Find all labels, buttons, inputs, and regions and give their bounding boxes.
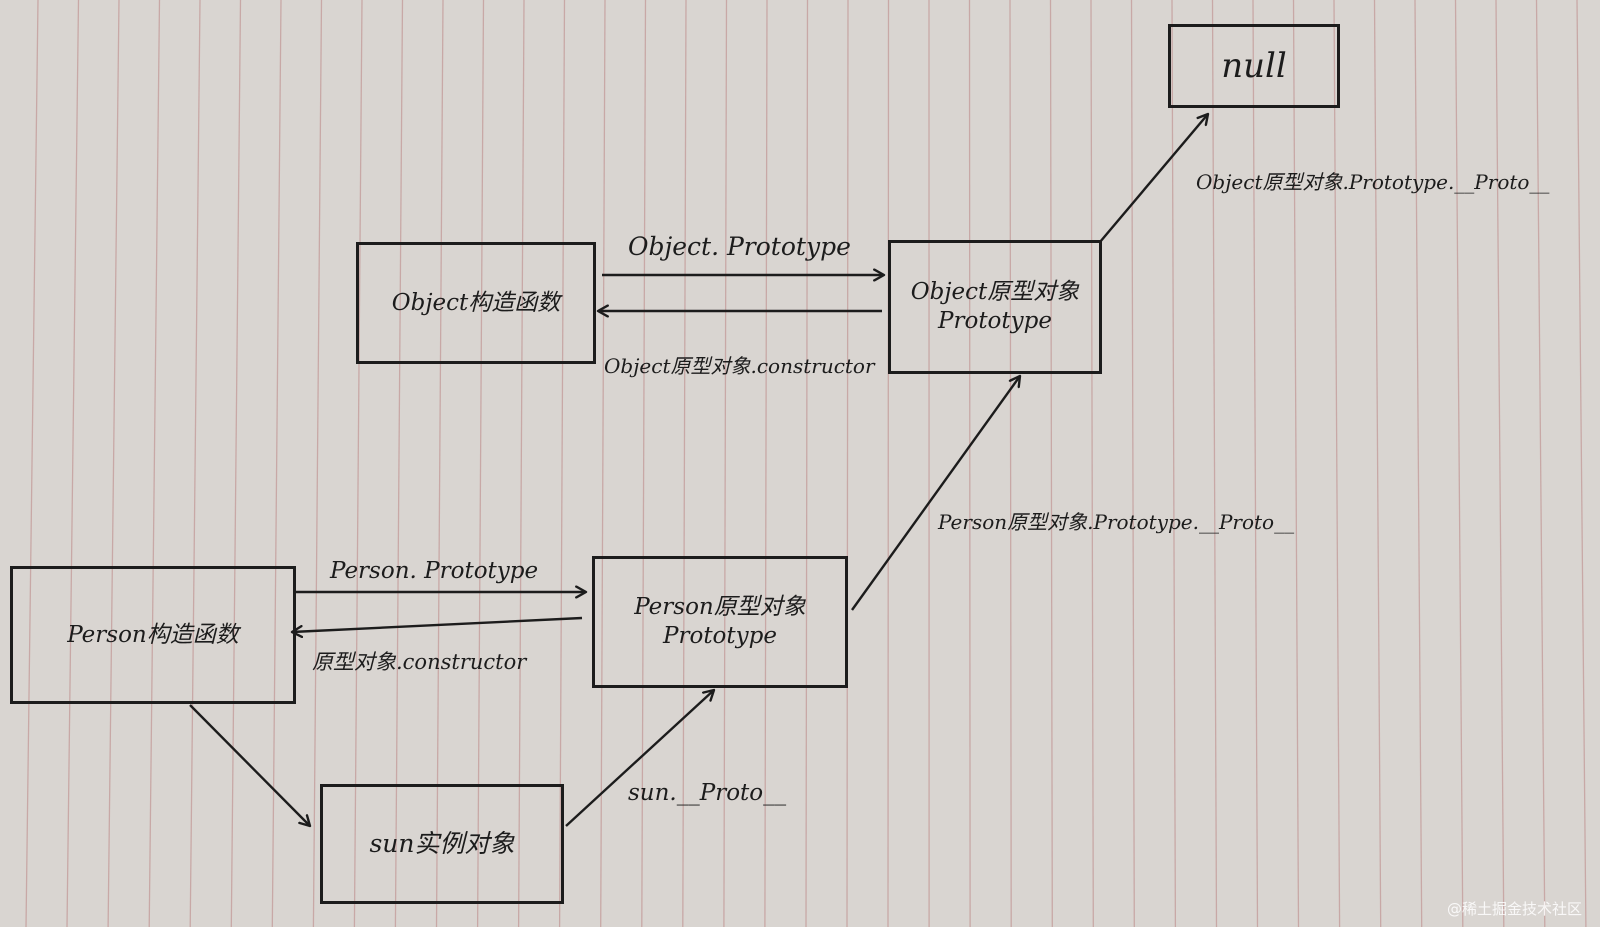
rule-line [600,0,606,927]
rule-line [230,0,242,927]
node-object-prototype-title: Object原型对象 [910,279,1080,306]
rule-line [846,0,849,927]
node-person-prototype: Person原型对象 Prototype [592,556,848,688]
rule-line [1454,0,1464,927]
rule-line [435,0,444,927]
arrow-sun-to-person-prototype [565,690,714,827]
rule-line [1576,0,1587,927]
node-person-prototype-title: Person原型对象 [634,594,806,621]
node-person-constructor-title: Person构造函数 [67,621,239,648]
rule-line [1373,0,1382,927]
rule-line [1049,0,1053,927]
rule-line [1495,0,1505,927]
node-object-constructor-title: Object构造函数 [391,289,561,316]
node-null: null [1168,24,1340,108]
node-person-constructor: Person构造函数 [10,566,296,704]
node-person-prototype-sub: Prototype [663,623,777,649]
rule-line [148,0,161,927]
rule-line [1333,0,1341,927]
arrow-person-constructor-to-sun [189,704,310,826]
rule-line [189,0,201,927]
rule-line [1090,0,1094,927]
rule-line [805,0,809,927]
rule-line [968,0,971,927]
node-null-title: null [1221,45,1287,86]
rule-line [1292,0,1300,927]
edge-label-person-prototype: Person. Prototype [330,558,539,584]
edge-label-person-constructor: 原型对象.constructor [312,650,527,674]
rule-line [66,0,80,927]
rule-line [1535,0,1546,927]
edge-label-object-prototype: Object. Prototype [628,232,851,261]
rule-line [1171,0,1177,927]
watermark: @稀土掘金技术社区 [1446,900,1582,918]
rule-line [353,0,363,927]
edge-label-object-proto-to-null: Object原型对象.Prototype.__Proto__ [1196,170,1550,194]
rule-line [764,0,768,927]
node-object-prototype: Object原型对象 Prototype [888,240,1102,374]
arrow-person-prototype-to-constructor [292,616,583,632]
rule-line [25,0,39,927]
rule-line [887,0,890,927]
rule-line [107,0,120,927]
edge-label-person-proto-to-object-proto: Person原型对象.Prototype.__Proto__ [938,510,1295,534]
rule-line [1211,0,1218,927]
node-sun-instance: sun实例对象 [320,784,564,904]
rule-line [1130,0,1135,927]
rule-line [517,0,525,927]
arrow-layer [189,114,1208,827]
rule-line [1414,0,1423,927]
rule-line [1009,0,1012,927]
rule-line [394,0,404,927]
rule-line [641,0,647,927]
node-sun-instance-title: sun实例对象 [369,829,515,859]
rule-line [312,0,323,927]
rule-line [271,0,282,927]
node-object-prototype-sub: Prototype [938,308,1052,334]
arrow-object-prototype-to-null [1099,114,1208,243]
paper-rule-lines [25,0,1587,927]
edge-label-sun-proto: sun.__Proto__ [628,780,787,806]
rule-line [682,0,687,927]
rule-line [723,0,728,927]
edge-label-object-constructor: Object原型对象.constructor [604,354,875,378]
rule-line [558,0,566,927]
arrow-person-prototype-to-object-prototype [851,376,1020,611]
node-object-constructor: Object构造函数 [356,242,596,364]
rule-line [1252,0,1259,927]
rule-line [476,0,485,927]
